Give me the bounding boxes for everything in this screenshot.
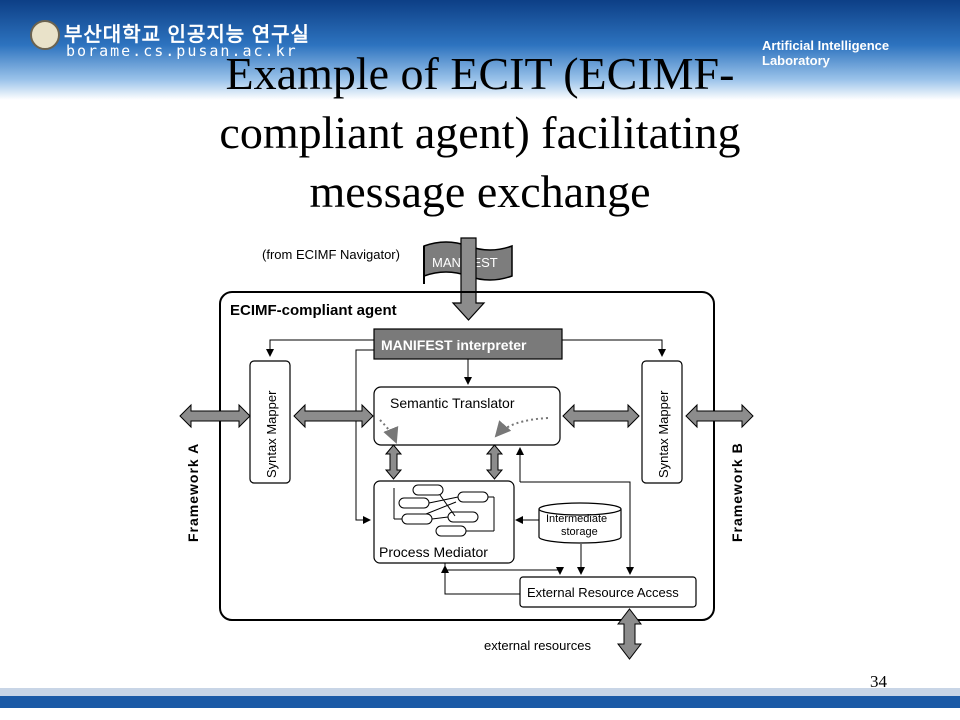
external-resource-access-label: External Resource Access (527, 585, 679, 600)
interpreter-label: MANIFEST interpreter (381, 337, 527, 353)
lab-name: Artificial Intelligence Laboratory (762, 38, 890, 68)
left-vertical-double-arrow (384, 444, 403, 480)
dotted-arrow-right (494, 417, 549, 438)
mediator-to-access-line (444, 563, 564, 575)
university-logo-icon (30, 20, 60, 50)
external-resource-access-box (519, 576, 697, 608)
mapper-to-translator-left-arrow (293, 403, 374, 429)
title-line-1: Example of ECIT (ECIMF- (225, 48, 735, 99)
interp-to-left-mapper-line (266, 339, 374, 357)
page-number: 34 (870, 672, 887, 691)
title-line-2: compliant agent) facilitating (219, 107, 741, 158)
interp-to-right-mapper-line (562, 339, 666, 357)
framework-b-double-arrow (685, 403, 754, 429)
access-to-mediator-line (441, 565, 520, 595)
university-name: 부산대학교 인공지능 연구실 (64, 24, 310, 46)
framework-a-label: Framework A (185, 443, 201, 542)
footer-stripe (0, 688, 960, 696)
agent-container (219, 291, 715, 621)
translator-to-mapper-right-arrow (562, 403, 640, 429)
framework-b-label: Framework B (729, 442, 745, 542)
from-navigator-label: (from ECIMF Navigator) (262, 247, 400, 262)
intermediate-storage-cylinder: Intermediate storage (538, 502, 622, 544)
syntax-mapper-right-label: Syntax Mapper (656, 390, 671, 478)
semantic-translator-label: Semantic Translator (390, 395, 515, 411)
slide-title: Example of ECIT (ECIMF- compliant agent)… (120, 44, 840, 221)
footer-bar (0, 696, 960, 708)
title-line-3: message exchange (309, 166, 651, 217)
interp-to-mediator-line (355, 349, 374, 524)
manifest-down-arrow (451, 237, 486, 321)
syntax-mapper-right-box (641, 360, 683, 484)
storage-label-line2: storage (561, 526, 598, 538)
syntax-mapper-left-box (249, 360, 291, 484)
agent-label: ECIMF-compliant agent (230, 302, 397, 319)
external-resources-double-arrow (616, 608, 643, 660)
storage-label-line1: Intermediate (546, 513, 607, 525)
external-resources-label: external resources (484, 638, 591, 653)
right-vertical-double-arrow (485, 444, 504, 480)
framework-a-double-arrow (179, 403, 251, 429)
dotted-arrow-left (379, 419, 399, 444)
manifest-interpreter-box (373, 328, 563, 360)
process-flow-icon (393, 484, 495, 537)
lab-url: borame.cs.pusan.ac.kr (66, 42, 298, 60)
syntax-mapper-left-label: Syntax Mapper (264, 390, 279, 478)
process-mediator-label: Process Mediator (379, 544, 488, 560)
semantic-translator-box (373, 386, 561, 446)
header-banner: 부산대학교 인공지능 연구실 borame.cs.pusan.ac.kr Art… (0, 0, 960, 100)
translator-to-access-line (520, 481, 634, 575)
